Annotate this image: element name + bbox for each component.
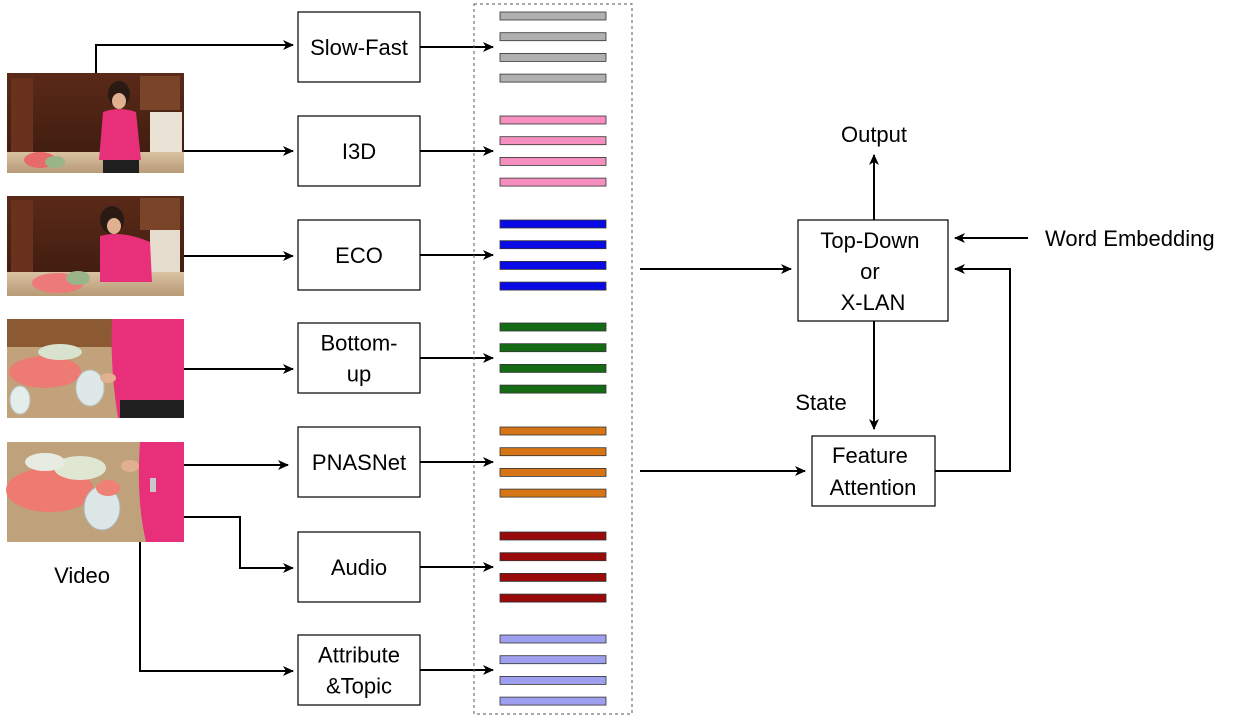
extractor-attribute: Attribute&Topic xyxy=(297,634,607,706)
feature-bar xyxy=(499,384,607,394)
feature-bar xyxy=(499,281,607,291)
extractor-box xyxy=(297,219,421,291)
state-label: State xyxy=(795,390,846,415)
extractor-label: Slow-Fast xyxy=(310,35,408,60)
feature-bar xyxy=(499,156,607,166)
feature-bar xyxy=(499,177,607,187)
extractor-label-line: up xyxy=(347,362,371,387)
feature-bar xyxy=(499,655,607,665)
extractor-label-line: ECO xyxy=(335,243,383,268)
feature-bar xyxy=(499,260,607,270)
extractor-box xyxy=(297,11,421,83)
feature-bar xyxy=(499,634,607,644)
video-label: Video xyxy=(54,563,110,588)
extractor-label: Bottom-up xyxy=(320,331,397,387)
feature-bar xyxy=(499,531,607,541)
attention-label: Feature Attention xyxy=(830,443,917,500)
feature-bar xyxy=(499,343,607,353)
feature-attention-box: Feature Attention xyxy=(811,435,936,507)
feature-bar xyxy=(499,696,607,706)
extractor-audio: Audio xyxy=(297,531,607,603)
feature-bar xyxy=(499,322,607,332)
feature-bar xyxy=(499,53,607,62)
video-frame-2 xyxy=(7,196,184,296)
word-embedding-label: Word Embedding xyxy=(1045,226,1215,251)
extractor-label: I3D xyxy=(342,139,376,164)
extractor-label-line: Slow-Fast xyxy=(310,35,408,60)
feature-bar xyxy=(499,219,607,229)
attention-label-line: Feature xyxy=(832,443,908,468)
extractor-label: PNASNet xyxy=(312,450,406,475)
extractor-label-line: Bottom- xyxy=(320,331,397,356)
output-label: Output xyxy=(841,122,907,147)
decoder-box: Top-Down or X-LAN xyxy=(797,219,949,322)
feature-bar xyxy=(499,447,607,457)
arrow-attention-to-decoder xyxy=(935,264,1011,472)
arrow-to-audio xyxy=(184,516,294,573)
feature-bar xyxy=(499,73,607,83)
feature-bar xyxy=(499,240,607,250)
extractor-label-line: PNASNet xyxy=(312,450,406,475)
decoder-label: Top-Down or X-LAN xyxy=(820,228,925,315)
extractor-label: ECO xyxy=(335,243,383,268)
extractor-box xyxy=(297,426,421,498)
feature-bar xyxy=(499,593,607,603)
video-frame-3 xyxy=(7,319,184,418)
extractor-label: Audio xyxy=(331,555,387,580)
extractor-box xyxy=(297,531,421,603)
feature-bar xyxy=(499,573,607,582)
extractor-bottomup: Bottom-up xyxy=(297,322,607,394)
feature-container xyxy=(473,3,633,715)
feature-bar xyxy=(499,676,607,685)
extractor-label-line: Audio xyxy=(331,555,387,580)
decoder-label-line: X-LAN xyxy=(841,290,906,315)
video-frame-4 xyxy=(6,442,184,542)
extractor-i3d: I3D xyxy=(297,115,607,187)
video-to-extractor-connectors xyxy=(95,40,294,676)
feature-bar xyxy=(499,11,607,21)
decoder-label-line: or xyxy=(860,259,880,284)
feature-bar xyxy=(499,552,607,562)
decoder-connectors xyxy=(640,154,1028,476)
feature-bar xyxy=(499,488,607,498)
extractor-label-line: Attribute xyxy=(318,643,400,668)
extractor-slowfast: Slow-Fast xyxy=(297,11,607,83)
extractor-label: Attribute&Topic xyxy=(318,643,400,699)
decoder-label-line: Top-Down xyxy=(820,228,919,253)
extractor-box xyxy=(297,634,421,706)
arrow-to-attribute xyxy=(139,542,294,676)
extractor-label-line: &Topic xyxy=(326,674,392,699)
feature-bar xyxy=(499,426,607,436)
attention-label-line: Attention xyxy=(830,475,917,500)
extractor-pnasnet: PNASNet xyxy=(297,426,607,498)
extractor-box xyxy=(297,115,421,187)
feature-bar xyxy=(499,467,607,477)
feature-bar xyxy=(499,136,607,146)
feature-bar xyxy=(499,363,607,373)
video-frame-1 xyxy=(7,73,184,173)
extractor-eco: ECO xyxy=(297,219,607,291)
extractor-label-line: I3D xyxy=(342,139,376,164)
extractor-box xyxy=(297,322,421,394)
feature-bar xyxy=(499,115,607,125)
arrow-to-slowfast xyxy=(95,40,294,73)
feature-bar xyxy=(499,32,607,42)
